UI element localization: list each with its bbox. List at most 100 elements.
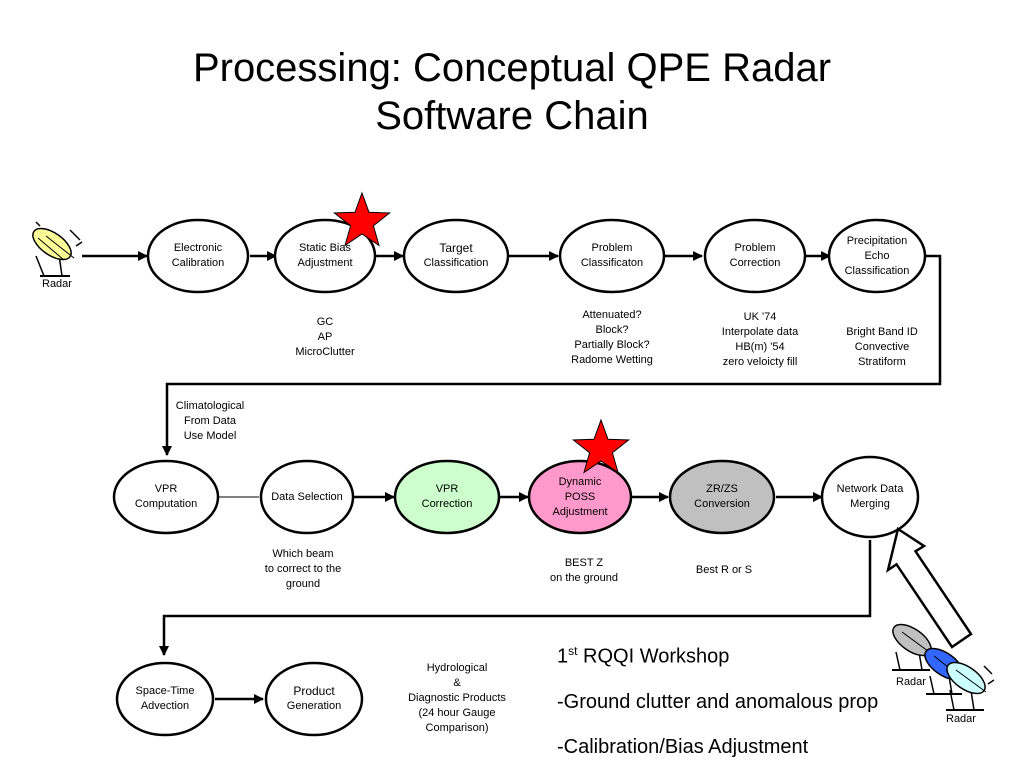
node-text-line: Calibration [171, 257, 225, 269]
node-text-line: Precipitation [846, 234, 908, 247]
node-text-line: Classification [423, 257, 489, 269]
node-text-line: Data Selection [271, 490, 343, 503]
page-title: Processing: Conceptual QPE Radar Softwar… [0, 44, 1024, 140]
radar-label: Radar [896, 676, 926, 688]
workshop-title-prefix: 1 [557, 645, 569, 668]
node-dynamic-poss-adjustment [527, 459, 633, 535]
node-text-line: Echo [864, 249, 890, 262]
note-line: Radome Wetting [571, 354, 653, 366]
note-line: Which beam [272, 548, 334, 560]
note-line: HB(m) '54 [735, 341, 785, 353]
node-text-line: Electronic [173, 242, 223, 254]
workshop-title-rest: RQQI Workshop [577, 645, 730, 668]
node-text-line: Product [293, 684, 335, 698]
note-line: From Data [184, 415, 236, 427]
note-line: Stratiform [858, 356, 906, 368]
note-line: BEST Z [564, 557, 604, 569]
workshop-notes: 1st RQQI Workshop -Ground clutter and an… [557, 640, 878, 781]
note-line: Hydrological [426, 662, 488, 674]
note-dynamic-poss: BEST Z on the ground [534, 556, 634, 586]
node-text-line: Problem [591, 242, 633, 254]
node-space-time-advection [115, 661, 215, 737]
star-icon [572, 418, 630, 474]
radar-dish-icon [32, 221, 83, 277]
node-text-line: Generation [286, 700, 342, 712]
radar-label: Radar [946, 713, 976, 725]
note-line: Convective [854, 341, 910, 353]
node-text-line: VPR [154, 483, 178, 495]
star-icon [333, 191, 391, 247]
page-title-line-1: Processing: Conceptual QPE Radar [192, 46, 832, 90]
node-precipitation-echo-classification [827, 218, 927, 294]
note-hydrological: Hydrological & Diagnostic Products (24 h… [397, 661, 517, 736]
connector-row2-to-row3 [159, 540, 872, 656]
node-text-line: Merging [850, 498, 890, 510]
note-line: GC [316, 316, 334, 328]
node-text-line: Conversion [694, 498, 750, 510]
note-line: UK '74 [743, 311, 777, 323]
radar-label: Radar [42, 278, 72, 290]
note-climatological: Climatological From Data Use Model [160, 399, 260, 444]
node-network-data-merging [820, 455, 920, 539]
node-text-line: Target [439, 241, 473, 255]
node-text-line: ZR/ZS [706, 483, 738, 495]
node-text-line: Advection [140, 700, 190, 712]
node-text-line: Classification [844, 264, 910, 277]
node-text-line: Adjustment [297, 257, 353, 269]
node-electronic-calibration [146, 218, 250, 294]
node-problem-correction [703, 218, 807, 294]
node-text-line: VPR [435, 483, 459, 495]
note-data-selection: Which beam to correct to the ground [248, 547, 358, 592]
note-line: Block? [595, 324, 629, 336]
note-line: Bright Band ID [846, 326, 918, 338]
workshop-title-sup: st [568, 644, 578, 658]
radar-dish-icon [946, 661, 995, 711]
note-line: Use Model [183, 430, 237, 442]
node-text-line: Space-Time [135, 685, 195, 697]
note-line: Comparison) [425, 722, 489, 734]
node-text-line: Adjustment [552, 505, 608, 518]
node-zr-zs-conversion [668, 459, 776, 535]
node-label-zr-zs-conversion: ZR/ZS Conversion [672, 471, 772, 523]
note-line: on the ground [550, 572, 618, 584]
note-static-bias: GC AP MicroClutter [275, 315, 375, 360]
note-precipitation-echo: Bright Band ID Convective Stratiform [826, 325, 938, 370]
node-text-line: Classificaton [580, 257, 644, 269]
node-text-line: Computation [134, 498, 198, 510]
node-target-classification [402, 218, 510, 294]
node-text-line: Correction [729, 257, 781, 269]
node-data-selection [259, 459, 355, 535]
note-line: & [453, 677, 461, 689]
note-line: Climatological [175, 400, 245, 412]
node-product-generation [264, 661, 364, 737]
connector-row1-to-row2 [162, 254, 942, 456]
page-title-line-2: Software Chain [375, 94, 649, 138]
workshop-item: -Calibration/Bias Adjustment [557, 735, 809, 758]
node-text-line: Static Bias [299, 242, 351, 254]
note-line: Attenuated? [582, 309, 642, 321]
node-label-vpr-computation: VPR Computation [116, 471, 216, 523]
note-problem-classification: Attenuated? Block? Partially Block? Rado… [552, 308, 672, 368]
node-text-line: Dynamic [558, 475, 602, 488]
note-line: Partially Block? [574, 339, 650, 351]
note-problem-correction: UK '74 Interpolate data HB(m) '54 zero v… [700, 310, 820, 370]
note-line: (24 hour Gauge [418, 707, 496, 719]
note-line: Best R or S [695, 564, 753, 576]
note-line: ground [285, 578, 321, 590]
node-problem-classification [558, 218, 666, 294]
note-line: Diagnostic Products [408, 692, 506, 704]
node-vpr-correction [393, 459, 501, 535]
node-label-data-selection: Data Selection [261, 471, 353, 523]
note-line: to correct to the [264, 563, 342, 575]
